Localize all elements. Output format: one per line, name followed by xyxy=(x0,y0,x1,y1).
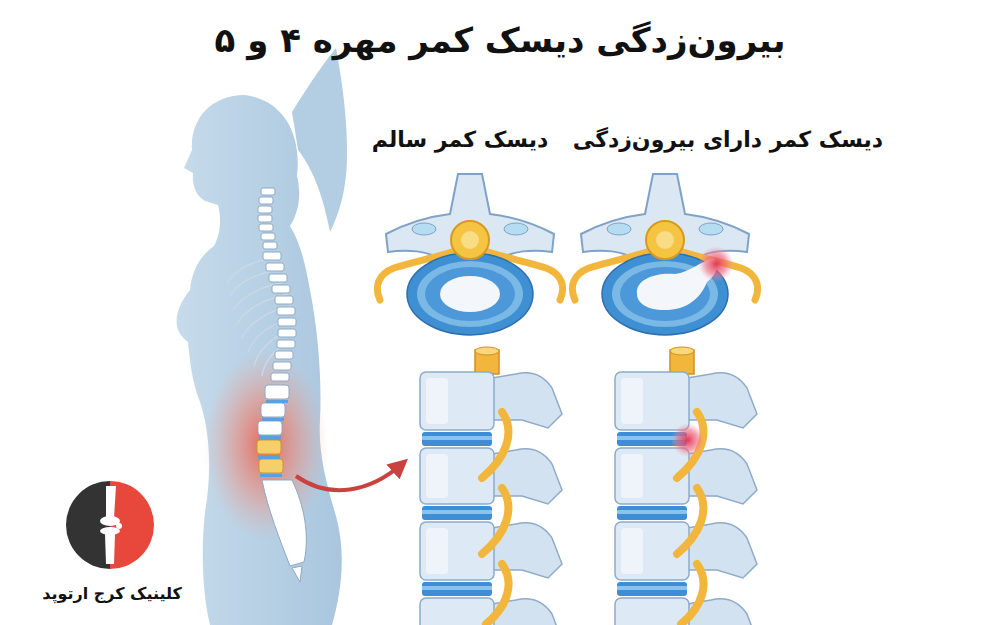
spine xyxy=(259,197,273,204)
spine xyxy=(275,351,293,359)
panel-heading: دیسک کمر دارای بیرون‌زدگی xyxy=(573,126,883,154)
spine xyxy=(263,252,281,260)
body-silhouette xyxy=(292,48,347,232)
herniated-disc-top-view xyxy=(572,174,757,335)
pain-glow xyxy=(204,350,328,540)
spine xyxy=(260,474,282,477)
healthy-spine-side-view xyxy=(420,347,562,625)
spine xyxy=(228,258,292,376)
panel-heading: دیسک کمر سالم xyxy=(372,126,548,154)
spine xyxy=(278,329,296,337)
spine xyxy=(261,233,275,240)
spine xyxy=(258,400,288,477)
logo-text: کلینیک کرج ارتوپد xyxy=(42,584,182,604)
herniated-spine-side-view xyxy=(615,347,757,625)
spine xyxy=(258,421,282,435)
spine xyxy=(259,459,283,473)
spine xyxy=(266,400,288,403)
spine xyxy=(292,566,302,582)
clinic-logo xyxy=(116,523,122,529)
pointer-arrow xyxy=(296,464,402,490)
body-silhouette xyxy=(177,95,342,625)
spine xyxy=(265,385,289,399)
healthy-disc-top-view xyxy=(377,174,562,335)
clinic-logo xyxy=(106,486,116,518)
clinic-logo xyxy=(66,481,110,569)
spine xyxy=(263,242,277,249)
spine xyxy=(259,436,281,440)
healthy-disc-top-view xyxy=(377,174,562,335)
herniated-spine-side-view xyxy=(671,423,705,457)
spine xyxy=(257,440,281,454)
spine xyxy=(273,362,291,370)
herniated-spine-side-view xyxy=(615,347,757,625)
spine xyxy=(275,296,293,304)
clinic-logo xyxy=(66,481,154,569)
spine xyxy=(262,418,284,421)
spine xyxy=(277,340,295,348)
body-silhouette xyxy=(177,48,348,625)
healthy-spine-side-view xyxy=(420,347,562,625)
spine xyxy=(258,206,272,213)
spine xyxy=(258,455,280,459)
spine xyxy=(228,188,306,582)
spine xyxy=(258,215,272,222)
spine xyxy=(261,403,285,417)
spine xyxy=(261,188,275,195)
diagram-title: بیرون‌زدگی دیسک کمر مهره ۴ و ۵ xyxy=(215,19,786,62)
clinic-logo xyxy=(110,481,154,569)
healthy-disc-top-view xyxy=(440,276,500,312)
clinic-logo xyxy=(105,534,115,564)
spine xyxy=(262,480,306,566)
spine xyxy=(269,274,287,282)
spine xyxy=(277,307,295,315)
spine xyxy=(272,285,290,293)
herniated-disc-top-view xyxy=(572,174,757,335)
herniated-disc-top-view xyxy=(698,246,734,282)
spine xyxy=(259,224,273,231)
spine xyxy=(271,373,289,381)
spine xyxy=(266,263,284,271)
spine xyxy=(278,318,296,326)
